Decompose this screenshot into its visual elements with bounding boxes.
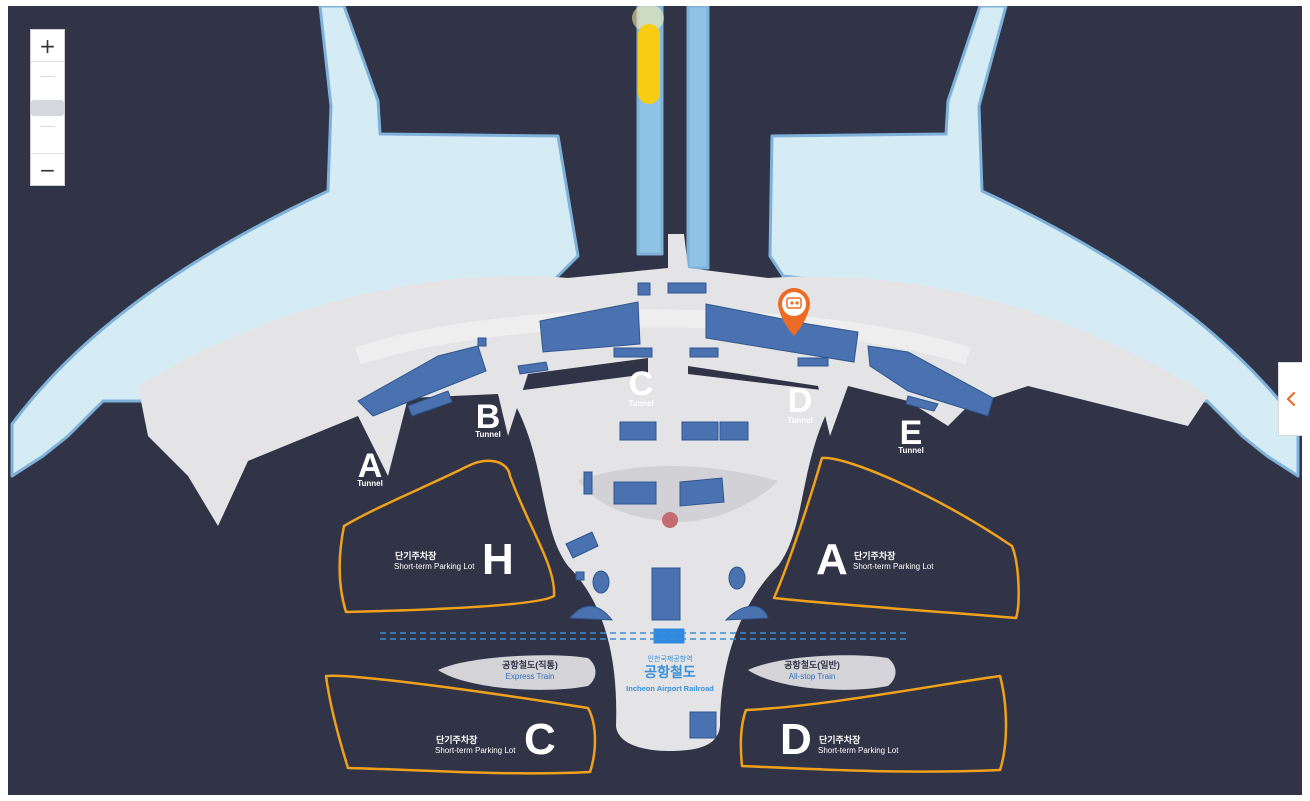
- concourse-beam: [632, 6, 664, 104]
- parking-d-letter: D: [780, 715, 812, 764]
- allstop-train-ko: 공항철도(일반): [784, 659, 840, 670]
- express-train-ko: 공항철도(직통): [502, 659, 558, 670]
- zoom-slider-handle[interactable]: [31, 100, 64, 116]
- tunnel-c-label: Tunnel: [628, 399, 654, 408]
- terminal-map: A Tunnel B Tunnel C Tunnel D Tunnel E Tu…: [10, 6, 1300, 775]
- side-panel-toggle-button[interactable]: [1278, 362, 1302, 436]
- tunnel-e-letter: E: [900, 414, 923, 452]
- parking-d-name-ko: 단기주차장: [819, 734, 861, 745]
- tunnel-b-label: Tunnel: [475, 430, 501, 439]
- zoom-slider[interactable]: [31, 62, 64, 152]
- parking-a-name-ko: 단기주차장: [854, 550, 896, 561]
- parking-h-name-en: Short-term Parking Lot: [394, 562, 475, 571]
- parking-d-name-en: Short-term Parking Lot: [818, 746, 899, 755]
- parking-c-letter: C: [524, 715, 556, 764]
- parking-outlines: [324, 456, 1020, 775]
- parking-a-letter: A: [816, 535, 848, 584]
- zoom-tick: [40, 76, 55, 77]
- station-small-label: 인천국제공항역: [647, 654, 692, 663]
- map-canvas[interactable]: A Tunnel B Tunnel C Tunnel D Tunnel E Tu…: [8, 6, 1302, 795]
- info-point: [662, 512, 678, 528]
- terminal-building: [138, 234, 1208, 751]
- central-plaza: [578, 466, 778, 522]
- rail-line: [380, 632, 908, 640]
- parking-a-name-en: Short-term Parking Lot: [853, 562, 934, 571]
- corridor: [355, 309, 971, 365]
- building-blocks: [357, 282, 994, 739]
- allstop-train-en: All-stop Train: [789, 672, 836, 681]
- tunnel-d-letter: D: [788, 382, 813, 420]
- tunnel-e-label: Tunnel: [898, 446, 924, 455]
- tunnel-a-letter: A: [358, 447, 383, 485]
- tunnel-c-letter: C: [629, 365, 654, 403]
- zoom-control: + −: [30, 29, 65, 186]
- parking-h-name-ko: 단기주차장: [395, 550, 437, 561]
- station-big-label: 공항철도: [644, 664, 696, 680]
- parking-c-name-en: Short-term Parking Lot: [435, 746, 516, 755]
- zoom-in-button[interactable]: +: [31, 30, 64, 62]
- tunnel-a-label: Tunnel: [357, 479, 383, 488]
- chevron-left-icon: [1286, 391, 1295, 407]
- tunnel-b-letter: B: [476, 398, 501, 436]
- train-platforms: [438, 655, 896, 690]
- parking-h-letter: H: [482, 535, 514, 584]
- location-pin-icon[interactable]: [778, 288, 810, 336]
- zoom-out-button[interactable]: −: [31, 153, 64, 185]
- express-train-en: Express Train: [506, 672, 555, 681]
- station-en-label: Incheon Airport Railroad: [626, 684, 714, 693]
- zoom-tick: [40, 126, 55, 127]
- tunnel-d-label: Tunnel: [787, 416, 813, 425]
- parking-c-name-ko: 단기주차장: [436, 734, 478, 745]
